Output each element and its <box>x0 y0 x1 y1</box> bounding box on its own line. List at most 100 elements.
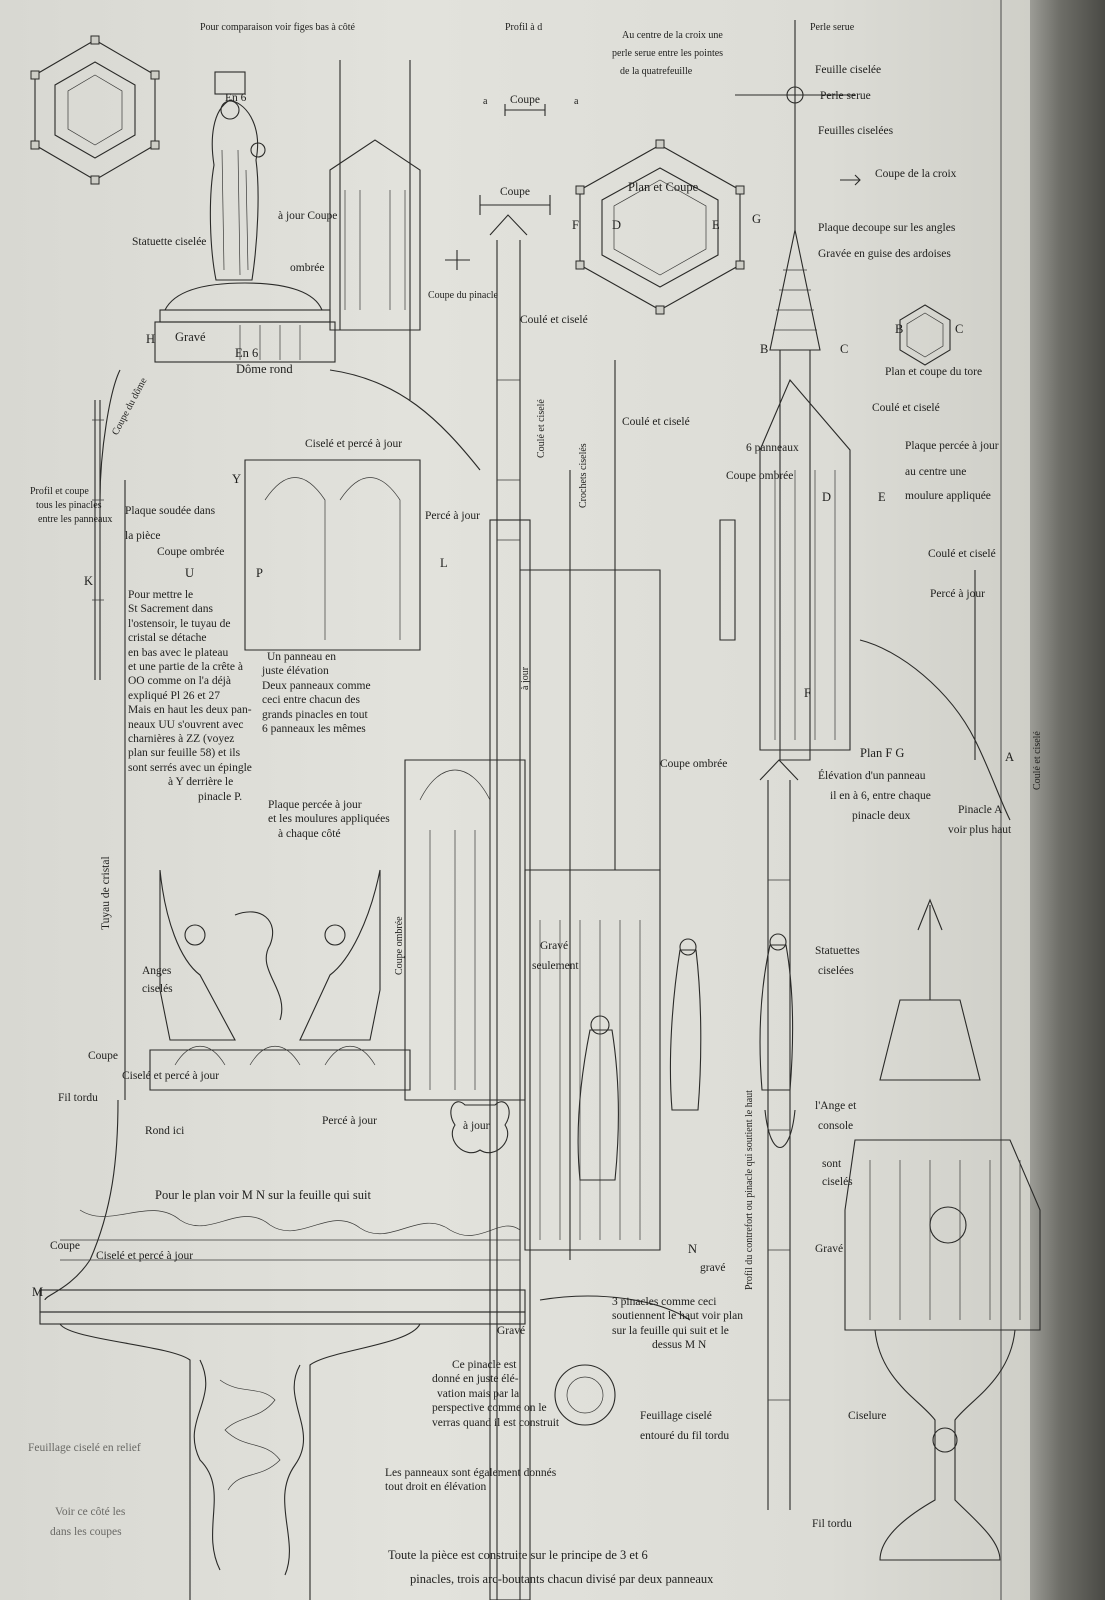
label-a-right: a <box>574 96 579 107</box>
label-F: F <box>572 218 579 232</box>
label-au-centre-2: perle serue entre les pointes <box>612 48 724 59</box>
label-profil-1: Profil et coupe <box>30 486 89 497</box>
label-elevation-2: il en à 6, entre chaque <box>830 790 931 802</box>
label-coupe-de-la-croix: Coupe de la croix <box>875 168 957 180</box>
small-monstrance <box>844 898 1041 1561</box>
label-grave-2: Gravé <box>497 1325 526 1337</box>
label-bottom-2: pinacles, trois arc-boutants chacun divi… <box>410 1572 714 1586</box>
label-fil-tordu-1: Fil tordu <box>58 1092 98 1104</box>
label-feuillage-1: Feuillage ciselé <box>640 1410 712 1422</box>
note-trois-pinacles: 3 pinacles comme ceci soutiennent le hau… <box>612 1296 743 1352</box>
label-D: D <box>612 218 622 232</box>
label-G: G <box>752 212 762 226</box>
label-6-panneaux: 6 panneaux <box>746 442 799 454</box>
label-au-centre-3: de la quatrefeuille <box>620 66 693 77</box>
label-voir-coupes-1: Voir ce côté les <box>55 1506 126 1518</box>
label-ange-3: sont <box>822 1158 842 1170</box>
label-dome-rond: Dôme rond <box>236 362 293 376</box>
label-profil-3: entre les panneaux <box>38 514 113 525</box>
label-coule-cisele-1: Coulé et ciselé <box>520 314 588 326</box>
label-L: L <box>440 556 448 570</box>
label-M: M <box>32 1285 44 1299</box>
label-feuillage-relief: Feuillage ciselé en relief <box>28 1442 141 1454</box>
label-statuettes-1: Statuettes <box>815 945 860 957</box>
hexagon-plan-top-left <box>30 35 160 185</box>
label-coupe-low: Coupe <box>50 1240 81 1252</box>
label-plan-coupe-tore: Plan et coupe du tore <box>885 366 983 378</box>
note-sacrement: Pour mettre le St Sacrement dans l'osten… <box>128 589 252 803</box>
label-crochets: Crochets ciselés <box>578 443 589 508</box>
label-perle-serue-2: Perle serue <box>820 90 871 102</box>
label-pinacle-a-1: Pinacle A <box>958 804 1003 816</box>
label-B-spire: B <box>760 342 769 356</box>
label-cisele-perce-3: Ciselé et percé à jour <box>96 1250 194 1262</box>
label-coupe-ombree-r: Coupe ombrée <box>726 470 794 482</box>
label-coule-cisele-3: Coulé et ciselé <box>622 416 690 428</box>
label-plaque-percee-2: au centre une <box>905 466 967 478</box>
label-plaque-decoupee: Plaque decoupe sur les angles <box>818 222 956 234</box>
label-B-small: B <box>895 322 904 336</box>
label-en-6: En 6 <box>235 346 259 360</box>
note-panneaux: Les panneaux sont également donnés tout … <box>385 1467 557 1494</box>
label-ange-4: ciselés <box>822 1176 853 1188</box>
label-statuettes-2: ciselées <box>818 965 854 977</box>
slender-pinnacle <box>759 759 799 1510</box>
label-coupe-2: Coupe <box>500 186 531 198</box>
label-plaque-soudee-2: la pièce <box>125 530 161 542</box>
label-grave-seul-1: Gravé <box>540 940 569 952</box>
label-a-jour-coupe: à jour Coupe <box>278 210 338 222</box>
hexagon-small-right <box>899 304 951 366</box>
label-cisele-perce-jour: Ciselé et percé à jour <box>305 438 403 450</box>
label-feuille-ciselee: Feuille ciselée <box>815 64 882 76</box>
label-H: H <box>146 332 156 346</box>
virgin-statue <box>209 71 266 281</box>
label-a-jour-quatre: à jour <box>463 1120 490 1132</box>
label-en-6-top: En 6 <box>225 92 247 104</box>
label-coupe-left: Coupe <box>88 1050 119 1062</box>
label-ange-2: console <box>818 1120 854 1132</box>
label-fil-tordu-2: Fil tordu <box>812 1518 852 1530</box>
acanthus-foot <box>193 1359 305 1576</box>
monstrance-body <box>39 480 526 1600</box>
book-binding <box>1030 0 1105 1600</box>
label-a-jour-vert: à jour <box>520 666 531 690</box>
profile-sections <box>445 104 861 641</box>
label-U: U <box>185 566 195 580</box>
label-au-centre-1: Au centre de la croix une <box>622 30 723 41</box>
label-perle-serue-top: Perle serue <box>810 22 855 33</box>
label-pour-comparaison: Pour comparaison voir figes bas à côté <box>200 22 355 33</box>
cross-and-spire <box>735 20 1011 821</box>
label-anges-2: ciselés <box>142 983 173 995</box>
label-plan-et-coupe: Plan et Coupe <box>628 180 699 194</box>
label-statuette: Statuette ciselée <box>132 236 207 248</box>
label-grave: Gravé <box>175 330 206 344</box>
label-P: P <box>256 566 263 580</box>
label-cisele-perce-2: Ciselé et percé à jour <box>122 1070 220 1082</box>
label-coule-vert-2: Coulé et ciselé <box>1032 731 1043 790</box>
label-coule-cisele-4: Coulé et ciselé <box>928 548 996 560</box>
label-grave-n: gravé <box>700 1262 726 1274</box>
label-perce-a-jour-bottom: Percé à jour <box>322 1115 377 1127</box>
label-coule-cisele-2: Coulé et ciselé <box>872 402 940 414</box>
label-profil-contrefort: Profil du contrefort ou pinacle qui sout… <box>744 1090 755 1290</box>
label-bottom-1: Toute la pièce est construite sur le pri… <box>388 1548 648 1562</box>
left-pinnacle <box>92 400 104 680</box>
label-plaque-percee-1: Plaque percée à jour <box>905 440 999 452</box>
label-ombree: ombrée <box>290 262 325 274</box>
label-voir-coupes-2: dans les coupes <box>50 1526 122 1538</box>
label-coule-vert: Coulé et ciselé <box>536 399 547 458</box>
dome-top <box>99 282 481 501</box>
label-perce-a-jour-r: Percé à jour <box>930 588 985 600</box>
label-Y: Y <box>232 472 242 486</box>
label-gravee-ardoises: Gravée en guise des ardoises <box>818 248 951 260</box>
label-grave-low: Gravé <box>815 1243 844 1255</box>
label-ange-1: l'Ange et <box>815 1100 857 1112</box>
label-plan-fg: Plan F G <box>860 746 905 760</box>
label-rond-ici: Rond ici <box>145 1125 185 1137</box>
label-K: K <box>84 574 94 588</box>
label-F-right: F <box>804 686 811 700</box>
label-coupe-top: Coupe <box>510 94 541 106</box>
hexagon-plan-center <box>575 139 745 315</box>
label-feuilles-ciselees: Feuilles ciselées <box>818 125 894 137</box>
